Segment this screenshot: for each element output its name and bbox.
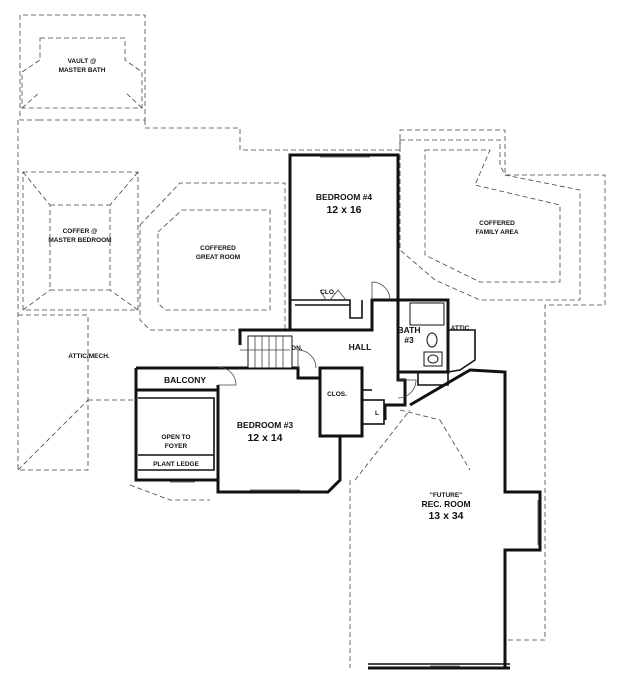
hall-label: HALL bbox=[349, 342, 372, 352]
roof-outlines bbox=[17, 14, 606, 668]
linen-label: L bbox=[375, 410, 379, 417]
balcony-label: BALCONY bbox=[164, 375, 206, 385]
bedroom3-name: BEDROOM #3 bbox=[237, 420, 293, 430]
rec-room-note: "FUTURE" bbox=[430, 492, 463, 499]
family-area-label-2: FAMILY AREA bbox=[475, 229, 518, 236]
rec-room-size: 13 x 34 bbox=[428, 510, 463, 522]
master-bedroom-label-2: MASTER BEDROOM bbox=[48, 237, 111, 244]
fixtures bbox=[170, 156, 539, 667]
family-area-label-1: COFFERED bbox=[479, 220, 515, 227]
great-room-label-1: COFFERED bbox=[200, 245, 236, 252]
great-room-label-2: GREAT ROOM bbox=[196, 254, 240, 261]
closet-bed3-label: CLOS. bbox=[327, 391, 347, 398]
toilet bbox=[426, 332, 438, 348]
attic-mech-label: ATTIC/MECH. bbox=[68, 353, 110, 360]
open-to-foyer-label-2: FOYER bbox=[165, 443, 188, 450]
master-bedroom-label-1: COFFER @ bbox=[63, 228, 98, 235]
bedroom4-name: BEDROOM #4 bbox=[316, 192, 372, 202]
closet-bed4-label: CLO. bbox=[320, 289, 336, 296]
bedroom3-size: 12 x 14 bbox=[247, 432, 282, 444]
open-to-foyer-label-1: OPEN TO bbox=[161, 434, 190, 441]
plant-ledge-label: PLANT LEDGE bbox=[153, 461, 200, 468]
bedroom4-size: 12 x 16 bbox=[326, 204, 361, 216]
vault-bath-label-1: VAULT @ bbox=[68, 58, 97, 65]
bath3-label-1: BATH bbox=[398, 325, 421, 335]
attic-label: ATTIC bbox=[451, 325, 470, 332]
bath3-label-2: #3 bbox=[404, 335, 414, 345]
bathtub bbox=[409, 302, 445, 326]
stair bbox=[240, 335, 293, 369]
vault-bath-label-2: MASTER BATH bbox=[59, 67, 106, 74]
rec-room-name: REC. ROOM bbox=[421, 499, 470, 509]
labels: VAULT @ MASTER BATH COFFER @ MASTER BEDR… bbox=[48, 58, 518, 522]
stair-dn-label: DN. bbox=[291, 345, 302, 352]
